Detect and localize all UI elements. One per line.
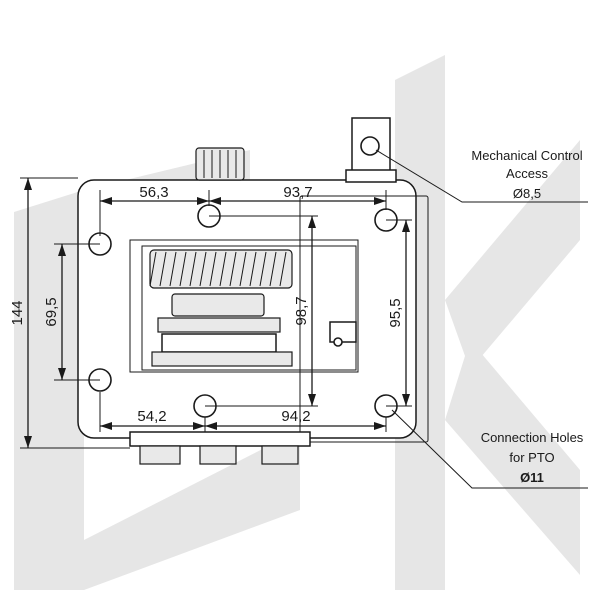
gear-tooth — [219, 251, 227, 287]
housing-inner-window — [141, 245, 357, 371]
callout-pto-line3: Ø11 — [520, 470, 544, 485]
callout-pto: Connection Holes for PTO Ø11 — [391, 409, 588, 489]
pto-bolt-right — [261, 445, 299, 465]
dimension-lines — [20, 177, 412, 449]
gear-tooth — [199, 251, 207, 287]
mounting-holes — [88, 204, 398, 418]
pto-flange — [129, 431, 311, 465]
gear-base — [151, 351, 293, 367]
gear-tooth — [259, 251, 267, 287]
callout-control-line3: Ø8,5 — [513, 186, 541, 201]
gear-tooth — [159, 251, 167, 287]
dim-right-holes: 95,5 — [387, 298, 404, 327]
pto-flange-plate — [129, 431, 311, 447]
gear-tooth — [249, 251, 257, 287]
side-bolt — [333, 337, 343, 347]
dim-bottom-right: 94,2 — [281, 408, 310, 425]
callout-control-leader — [375, 149, 588, 203]
gear-tooth — [169, 251, 177, 287]
input-shaft — [195, 147, 245, 181]
dim-left-holes: 69,5 — [43, 297, 60, 326]
gear-tooth — [189, 251, 197, 287]
dim-center-height: 98,7 — [293, 296, 310, 325]
callout-control: Mechanical Control Access Ø8,5 — [375, 148, 588, 203]
control-access-hole — [360, 136, 380, 156]
dim-top-right: 93,7 — [283, 184, 312, 201]
large-gear — [149, 249, 293, 289]
callout-control-line2: Access — [506, 166, 548, 181]
small-gear — [171, 293, 265, 317]
dim-bottom-left: 54,2 — [137, 408, 166, 425]
housing-side-flange — [299, 195, 429, 443]
side-bracket — [329, 321, 357, 343]
callout-control-line1: Mechanical Control — [471, 148, 582, 163]
gear-assembly — [149, 249, 357, 367]
gear-tooth — [239, 251, 247, 287]
gear-collar — [157, 317, 281, 333]
dim-top-left: 56,3 — [139, 184, 168, 201]
callout-pto-line2: for PTO — [509, 450, 554, 465]
gear-tooth — [179, 251, 187, 287]
gear-tooth — [269, 251, 277, 287]
dim-overall-height: 144 — [9, 300, 26, 325]
gear-tooth — [149, 251, 157, 287]
gear-tooth — [209, 251, 217, 287]
control-lever — [345, 117, 397, 183]
gear-tooth — [229, 251, 237, 287]
pto-bolt-center — [199, 445, 237, 465]
callout-pto-leader — [391, 409, 588, 489]
callout-pto-line1: Connection Holes — [481, 430, 584, 445]
gear-tooth — [279, 251, 287, 287]
pto-bolt-left — [139, 445, 181, 465]
gear-hub — [161, 333, 277, 353]
dimension-labels: 144 69,5 56,3 93,7 98,7 95,5 54,2 94,2 — [9, 184, 404, 425]
